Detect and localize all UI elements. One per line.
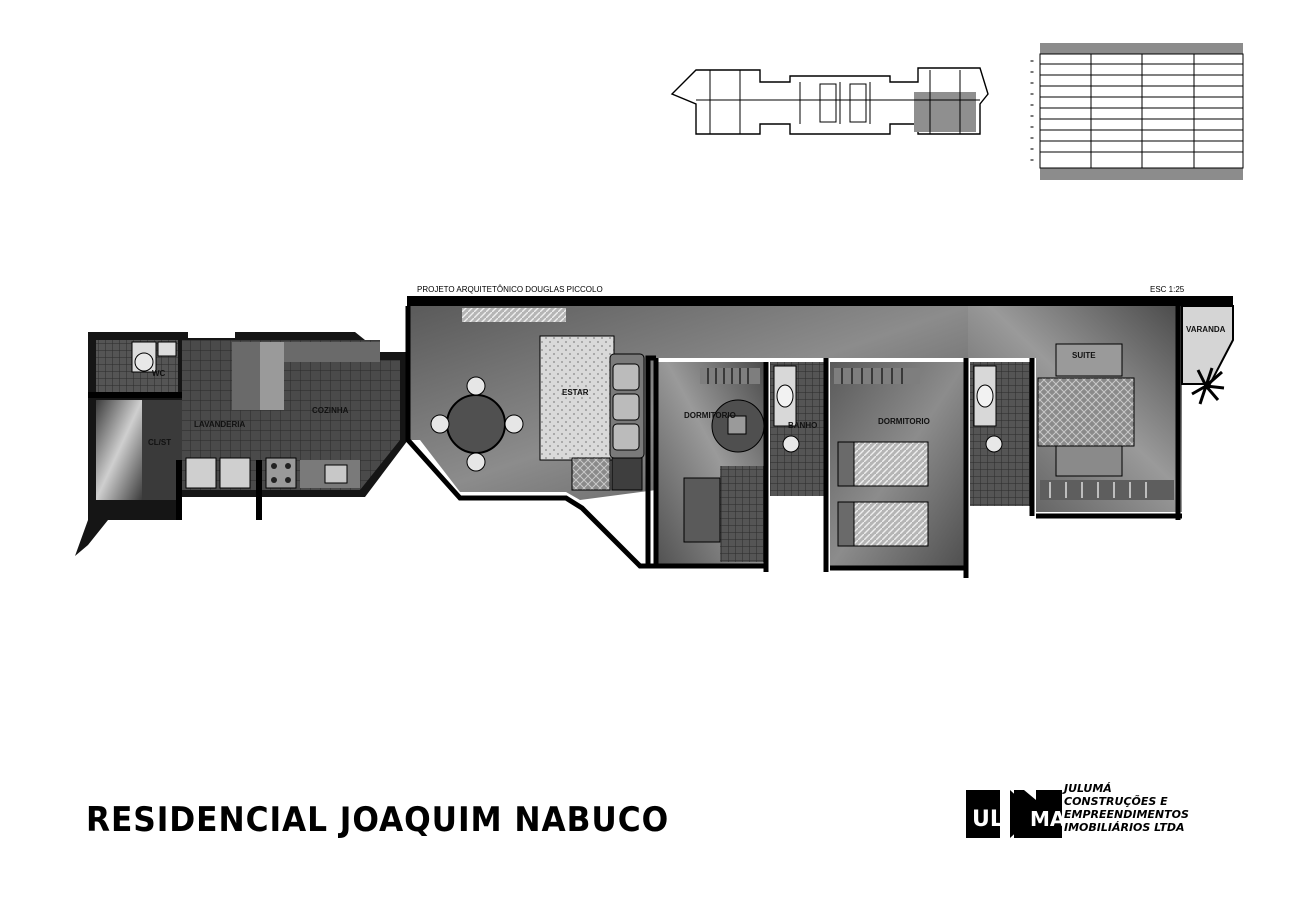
- company-line-3: EMPREENDIMENTOS: [1064, 808, 1189, 821]
- key-plan: [670, 67, 989, 135]
- room-label-dormitorio-1: DORMITORIO: [684, 411, 736, 420]
- room-label-closet: CL/ST: [148, 438, 171, 447]
- room-label-wc: WC: [152, 369, 166, 378]
- room-label-banho: BANHO: [788, 421, 817, 430]
- company-name: JULUMÁ CONSTRUÇÕES E EMPREENDIMENTOS IMO…: [1064, 782, 1234, 834]
- company-logo: UL MA: [966, 790, 1066, 838]
- room-label-lavanderia: LAVANDERIA: [194, 420, 245, 429]
- plan-top-bar: [407, 296, 1233, 306]
- room-label-dormitorio-2: DORMITORIO: [878, 417, 930, 426]
- company-line-1: JULUMÁ: [1064, 782, 1112, 795]
- room-label-cozinha: COZINHA: [312, 406, 349, 415]
- plant-icon: [1191, 367, 1225, 405]
- logo-text-right: MA: [1030, 807, 1066, 831]
- architect-credit: PROJETO ARQUITETÔNICO DOUGLAS PICCOLO: [417, 285, 603, 294]
- logo-text-left: UL: [972, 807, 1004, 832]
- room-label-suite: SUITE: [1072, 351, 1096, 360]
- company-line-4: IMOBILIÁRIOS LTDA: [1064, 821, 1185, 834]
- room-label-estar: ESTAR: [562, 388, 589, 397]
- plan-body: [75, 305, 1234, 578]
- company-line-2: CONSTRUÇÕES E: [1064, 795, 1168, 808]
- scale-label: ESC 1:25: [1150, 285, 1185, 294]
- project-title: RESIDENCIAL JOAQUIM NABUCO: [86, 800, 670, 840]
- room-label-varanda: VARANDA: [1186, 325, 1226, 334]
- legend-table: [1030, 43, 1244, 180]
